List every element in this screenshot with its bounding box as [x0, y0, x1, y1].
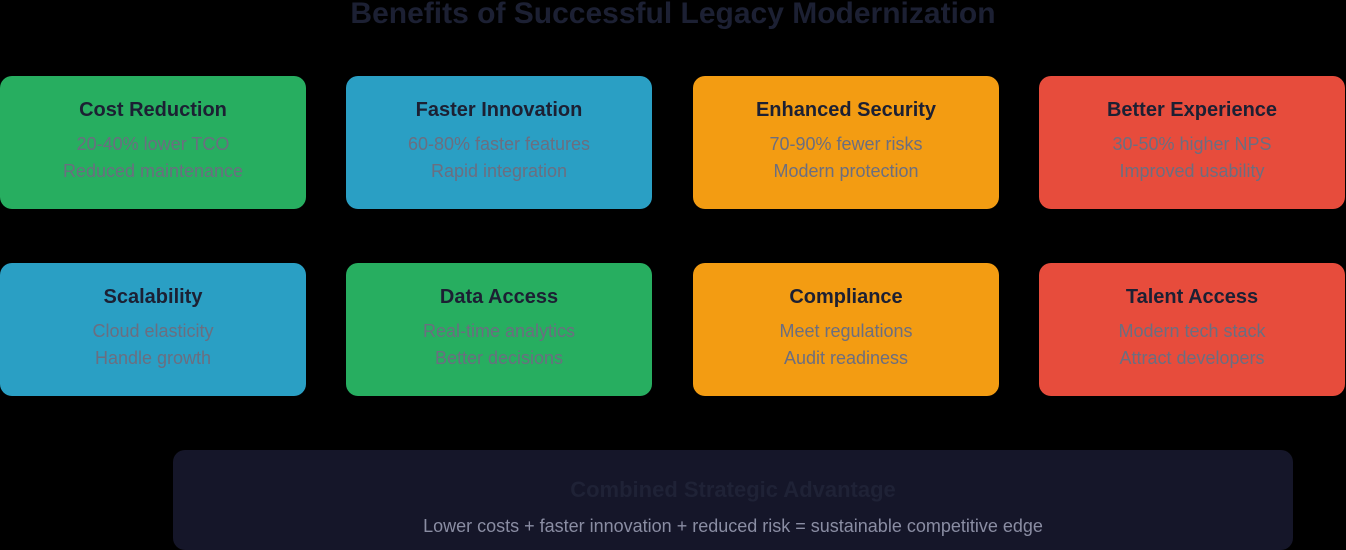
- card-detail: Reduced maintenance: [62, 161, 244, 181]
- diagram-title: Benefits of Successful Legacy Modernizat…: [350, 0, 996, 30]
- card-detail: Modern protection: [773, 161, 919, 181]
- card-title: Enhanced Security: [755, 99, 937, 121]
- card-metric: Meet regulations: [779, 321, 913, 341]
- card-detail: Handle growth: [94, 348, 212, 368]
- combined-advantage-banner: Combined Strategic Advantage Lower costs…: [173, 450, 1293, 550]
- benefit-card-cost-reduction: Cost Reduction 20-40% lower TCO Reduced …: [0, 76, 306, 209]
- card-detail: Rapid integration: [430, 161, 568, 181]
- card-title: Faster Innovation: [415, 99, 583, 121]
- card-detail: Better decisions: [434, 348, 564, 368]
- banner-title: Combined Strategic Advantage: [570, 477, 896, 502]
- card-metric: 20-40% lower TCO: [76, 134, 230, 154]
- benefit-card-enhanced-security: Enhanced Security 70-90% fewer risks Mod…: [693, 76, 999, 209]
- card-title: Data Access: [439, 286, 559, 308]
- card-title: Talent Access: [1125, 286, 1259, 308]
- card-title: Better Experience: [1106, 99, 1278, 121]
- card-metric: 70-90% fewer risks: [769, 134, 923, 154]
- card-metric: Real-time analytics: [422, 321, 576, 341]
- benefit-card-data-access: Data Access Real-time analytics Better d…: [346, 263, 652, 396]
- card-title: Scalability: [103, 286, 203, 308]
- card-metric: Modern tech stack: [1118, 321, 1266, 341]
- card-title: Cost Reduction: [79, 99, 227, 121]
- card-detail: Improved usability: [1119, 161, 1265, 181]
- card-title: Compliance: [789, 286, 903, 308]
- banner-summary: Lower costs + faster innovation + reduce…: [423, 516, 1043, 536]
- card-metric: 30-50% higher NPS: [1112, 134, 1272, 154]
- benefit-card-faster-innovation: Faster Innovation 60-80% faster features…: [346, 76, 652, 209]
- benefit-card-compliance: Compliance Meet regulations Audit readin…: [693, 263, 999, 396]
- card-metric: 60-80% faster features: [407, 134, 591, 154]
- benefit-card-talent-access: Talent Access Modern tech stack Attract …: [1039, 263, 1345, 396]
- benefit-card-scalability: Scalability Cloud elasticity Handle grow…: [0, 263, 306, 396]
- card-detail: Audit readiness: [783, 348, 909, 368]
- benefit-card-better-experience: Better Experience 30-50% higher NPS Impr…: [1039, 76, 1345, 209]
- card-metric: Cloud elasticity: [92, 321, 214, 341]
- card-detail: Attract developers: [1119, 348, 1265, 368]
